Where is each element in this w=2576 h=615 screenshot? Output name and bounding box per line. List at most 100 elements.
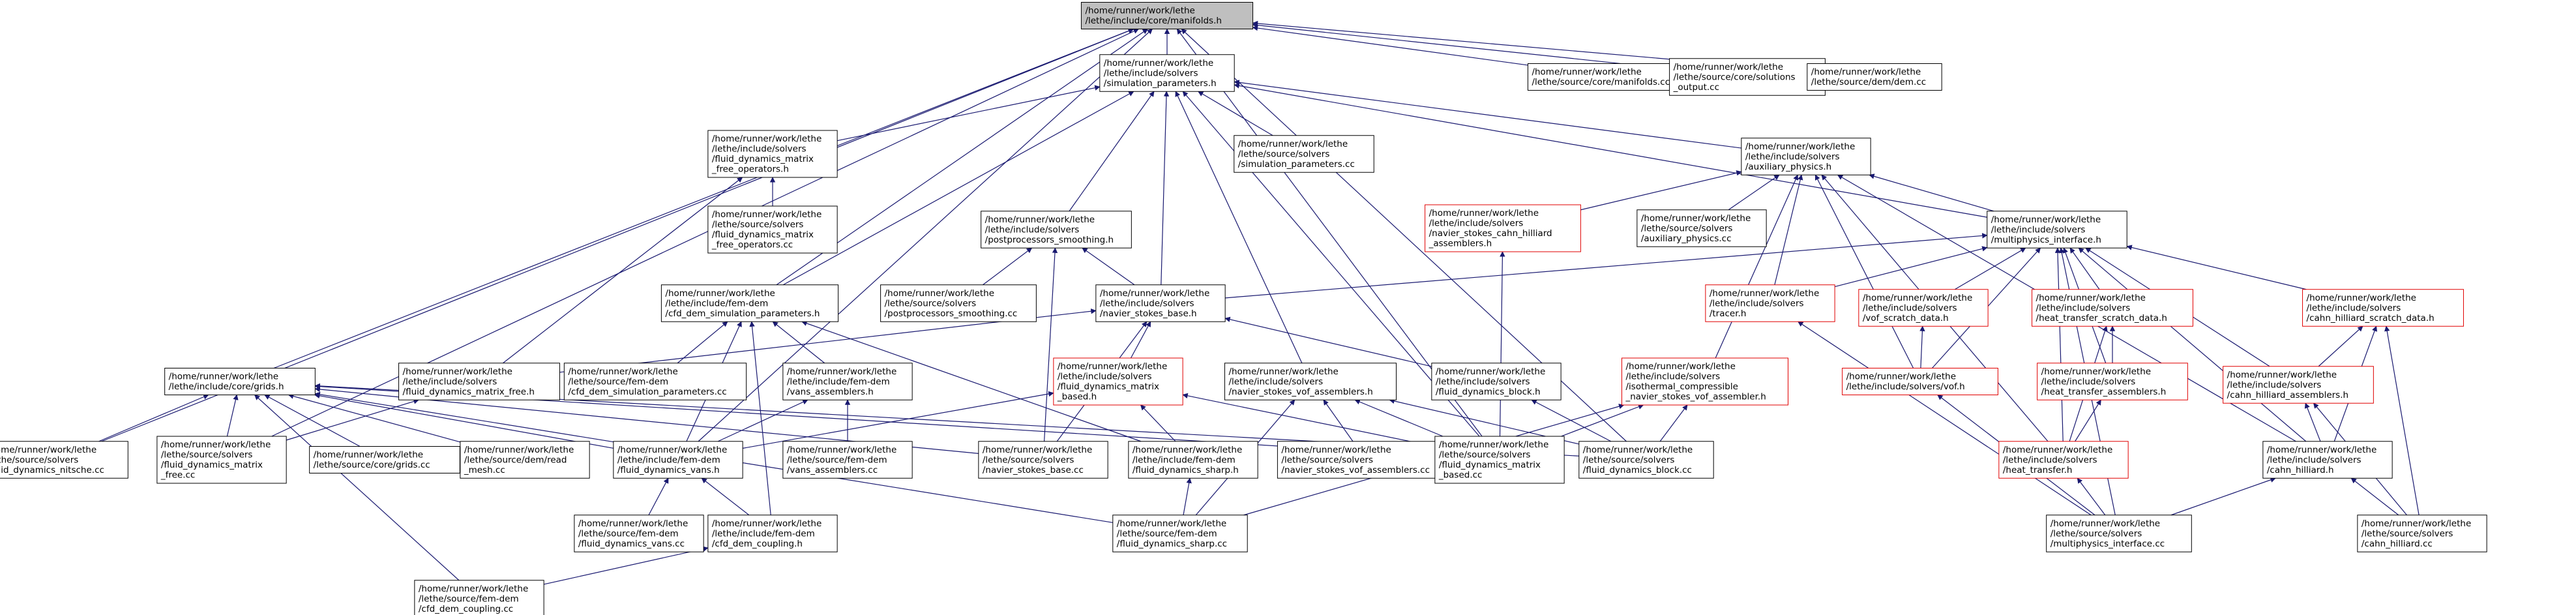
file-node-mpi_cc[interactable]: /home/runner/work/lethe/lethe/source/sol…	[2046, 515, 2192, 552]
file-node-fdmfo_cc[interactable]: /home/runner/work/lethe/lethe/source/sol…	[707, 205, 838, 254]
file-node-label-line: /home/runner/work/lethe	[1281, 445, 1391, 455]
file-node-vof_h[interactable]: /home/runner/work/lethe/lethe/include/so…	[1842, 368, 1998, 395]
file-node-label-line: /lethe/include/solvers	[1436, 376, 1530, 387]
dependency-edge-fdvans_h-to-vansa_h	[717, 399, 808, 442]
dependency-edge-fds_h-to-cfdsim_h	[801, 320, 1142, 442]
file-node-label-line: /lethe/include/solvers	[2003, 455, 2097, 465]
dependency-edge-fdmb_cc-to-root	[1176, 28, 1483, 437]
file-node-hta_h[interactable]: /home/runner/work/lethe/lethe/include/so…	[2037, 363, 2188, 400]
file-node-label-line: /lethe/include/solvers	[1228, 376, 1323, 387]
file-node-fdn_cc[interactable]: /home/runner/work/lethe/lethe/source/sol…	[0, 441, 128, 479]
file-node-label-line: /lethe/include/fem-dem	[1133, 455, 1236, 465]
file-node-label-line: /cfd_dem_coupling.h	[712, 539, 803, 549]
file-node-fdmb_cc[interactable]: /home/runner/work/lethe/lethe/source/sol…	[1434, 436, 1565, 484]
file-node-readmesh_cc[interactable]: /home/runner/work/lethe/lethe/source/dem…	[460, 441, 590, 479]
file-node-label-line: /home/runner/work/lethe	[1626, 361, 1736, 372]
file-node-sol_output[interactable]: /home/runner/work/lethe/lethe/source/cor…	[1669, 58, 1826, 96]
file-node-nsvofa_h[interactable]: /home/runner/work/lethe/lethe/include/so…	[1224, 363, 1397, 400]
file-node-cfdsim_cc[interactable]: /home/runner/work/lethe/lethe/source/fem…	[563, 363, 747, 400]
file-node-mpi_h[interactable]: /home/runner/work/lethe/lethe/include/so…	[1987, 211, 2127, 248]
file-node-dem_cc[interactable]: /home/runner/work/lethe/lethe/source/dem…	[1807, 63, 1942, 91]
dependency-edge-nsch_h-to-aux_h	[1580, 170, 1742, 211]
file-node-box	[2223, 366, 2374, 404]
file-node-fdmf_h[interactable]: /home/runner/work/lethe/lethe/include/so…	[398, 363, 560, 400]
file-node-label-line: /home/runner/work/lethe	[1991, 215, 2101, 225]
dependency-edge-fdvans_h-to-root	[698, 28, 1153, 442]
file-node-label-line: /home/runner/work/lethe	[1532, 67, 1641, 78]
file-node-label-line: /lethe/include/solvers	[712, 144, 807, 155]
file-node-simparams_cc[interactable]: /home/runner/work/lethe/lethe/source/sol…	[1234, 135, 1374, 173]
file-node-grids_h[interactable]: /home/runner/work/lethe/lethe/include/co…	[164, 368, 316, 395]
file-node-nsb_h[interactable]: /home/runner/work/lethe/lethe/include/so…	[1095, 284, 1226, 322]
file-node-simparams[interactable]: /home/runner/work/lethe/lethe/include/so…	[1099, 54, 1235, 92]
file-node-fds_cc[interactable]: /home/runner/work/lethe/lethe/source/fem…	[1112, 515, 1248, 552]
file-node-cfdc_h[interactable]: /home/runner/work/lethe/lethe/include/fe…	[707, 515, 838, 552]
file-node-htsd_h[interactable]: /home/runner/work/lethe/lethe/include/so…	[2032, 289, 2193, 327]
file-node-vofsd_h[interactable]: /home/runner/work/lethe/lethe/include/so…	[1858, 289, 1989, 327]
file-node-label-line: /cahn_hilliard.h	[2267, 465, 2334, 475]
file-node-cfdc_cc[interactable]: /home/runner/work/lethe/lethe/source/fem…	[414, 580, 544, 615]
dependency-edge-tracer_h-to-mpi_h	[1835, 246, 1988, 288]
file-node-fds_h[interactable]: /home/runner/work/lethe/lethe/include/fe…	[1128, 441, 1258, 479]
file-node-ch_cc[interactable]: /home/runner/work/lethe/lethe/source/sol…	[2357, 515, 2487, 552]
file-node-label-line: /lethe/include/solvers	[985, 224, 1080, 235]
file-node-label-line: /lethe/source/fem-dem	[419, 593, 519, 604]
file-node-pps_cc[interactable]: /home/runner/work/lethe/lethe/source/sol…	[880, 284, 1037, 322]
file-node-chsd_h[interactable]: /home/runner/work/lethe/lethe/include/so…	[2302, 289, 2464, 327]
file-node-aux_cc[interactable]: /home/runner/work/lethe/lethe/source/sol…	[1636, 209, 1767, 247]
file-node-label-line: /lethe/source/solvers	[161, 450, 253, 460]
file-node-fdmf_cc[interactable]: /home/runner/work/lethe/lethe/source/sol…	[156, 436, 287, 484]
file-node-fdmfo_h[interactable]: /home/runner/work/lethe/lethe/include/so…	[707, 130, 838, 178]
file-node-label-line: /lethe/source/solvers	[1641, 223, 1733, 233]
file-node-label-line: /home/runner/work/lethe	[464, 445, 574, 455]
dependency-edge-vofsd_h-to-mpi_h	[1954, 247, 2026, 290]
file-node-fdb_cc[interactable]: /home/runner/work/lethe/lethe/source/sol…	[1578, 441, 1714, 479]
file-node-cha_h[interactable]: /home/runner/work/lethe/lethe/include/so…	[2223, 366, 2374, 404]
file-node-box	[460, 441, 590, 479]
file-node-label-line: /home/runner/work/lethe	[169, 372, 278, 382]
file-node-label-line: /navier_stokes_base.h	[1100, 308, 1197, 319]
file-node-label-line: /simulation_parameters.h	[1104, 78, 1217, 89]
file-node-label-line: /lethe/source/solvers	[2361, 528, 2453, 539]
file-node-fdb_h[interactable]: /home/runner/work/lethe/lethe/include/so…	[1431, 363, 1562, 400]
file-node-cfdsim_h[interactable]: /home/runner/work/lethe/lethe/include/fe…	[660, 284, 839, 322]
dependency-edge-vansa_h-to-cfdsim_h	[772, 321, 825, 364]
file-node-nsch_h[interactable]: /home/runner/work/lethe/lethe/include/so…	[1425, 204, 1581, 252]
file-node-label-line: /lethe/include/solvers	[1429, 218, 1524, 229]
file-node-tracer_h[interactable]: /home/runner/work/lethe/lethe/include/so…	[1705, 284, 1835, 322]
dependency-edge-simparams_cc-to-simparams	[1198, 91, 1273, 136]
file-node-ch_h[interactable]: /home/runner/work/lethe/lethe/include/so…	[2262, 441, 2393, 479]
file-node-fdvans_h[interactable]: /home/runner/work/lethe/lethe/include/fe…	[613, 441, 743, 479]
file-node-label-line: /lethe/source/core/grids.cc	[314, 460, 430, 470]
file-node-grids_cc[interactable]: /home/runner/work/lethe/lethe/source/cor…	[309, 446, 460, 473]
file-node-box	[1807, 63, 1942, 91]
file-node-label-line: /lethe/include/solvers	[2307, 303, 2401, 313]
file-node-label-line: _navier_stokes_vof_assembler.h	[1625, 392, 1766, 402]
dependency-edge-mpi_h-to-simparams	[1234, 83, 1987, 218]
dependency-edge-fdvans_h-to-grids_h	[314, 393, 614, 449]
file-node-nsvofa_cc[interactable]: /home/runner/work/lethe/lethe/source/sol…	[1277, 441, 1455, 479]
file-node-pps_h[interactable]: /home/runner/work/lethe/lethe/include/so…	[981, 211, 1132, 248]
file-node-vansa_cc[interactable]: /home/runner/work/lethe/lethe/source/fem…	[782, 441, 913, 479]
file-node-label-line: _free.cc	[160, 470, 196, 481]
file-node-itnsvof_h[interactable]: /home/runner/work/lethe/lethe/include/so…	[1621, 357, 1788, 406]
dependency-edge-fds_cc-to-fds_h	[1183, 477, 1192, 515]
file-node-label-line: /vans_assemblers.cc	[787, 465, 878, 475]
file-node-vansa_h[interactable]: /home/runner/work/lethe/lethe/include/fe…	[782, 363, 913, 400]
file-node-box	[1669, 58, 1826, 96]
file-node-label-line: /heat_transfer_assemblers.h	[2041, 387, 2167, 397]
dependency-edge-fdmb_cc-to-simparams	[1182, 91, 1480, 437]
file-node-label-line: /home/runner/work/lethe	[712, 518, 822, 529]
file-node-nsb_cc[interactable]: /home/runner/work/lethe/lethe/source/sol…	[978, 441, 1108, 479]
file-node-fdmb_h[interactable]: /home/runner/work/lethe/lethe/include/so…	[1053, 357, 1183, 406]
file-node-label-line: /home/runner/work/lethe	[2361, 518, 2471, 529]
dependency-edge-vof_h-to-vofsd_h	[1919, 325, 1925, 368]
file-node-ht_h[interactable]: /home/runner/work/lethe/lethe/include/so…	[1998, 441, 2129, 479]
file-node-aux_h[interactable]: /home/runner/work/lethe/lethe/include/so…	[1741, 138, 1871, 175]
file-node-label-line: /home/runner/work/lethe	[1583, 445, 1693, 455]
file-node-label-line: /lethe/include/fem-dem	[712, 528, 815, 539]
file-node-label-line: /home/runner/work/lethe	[403, 367, 512, 377]
dependency-edge-fdmb_cc-to-itnsvof_h	[1561, 404, 1644, 437]
file-node-fdvans_cc[interactable]: /home/runner/work/lethe/lethe/source/fem…	[574, 515, 704, 552]
file-node-root[interactable]: /home/runner/work/lethe/lethe/include/co…	[1080, 2, 1254, 29]
